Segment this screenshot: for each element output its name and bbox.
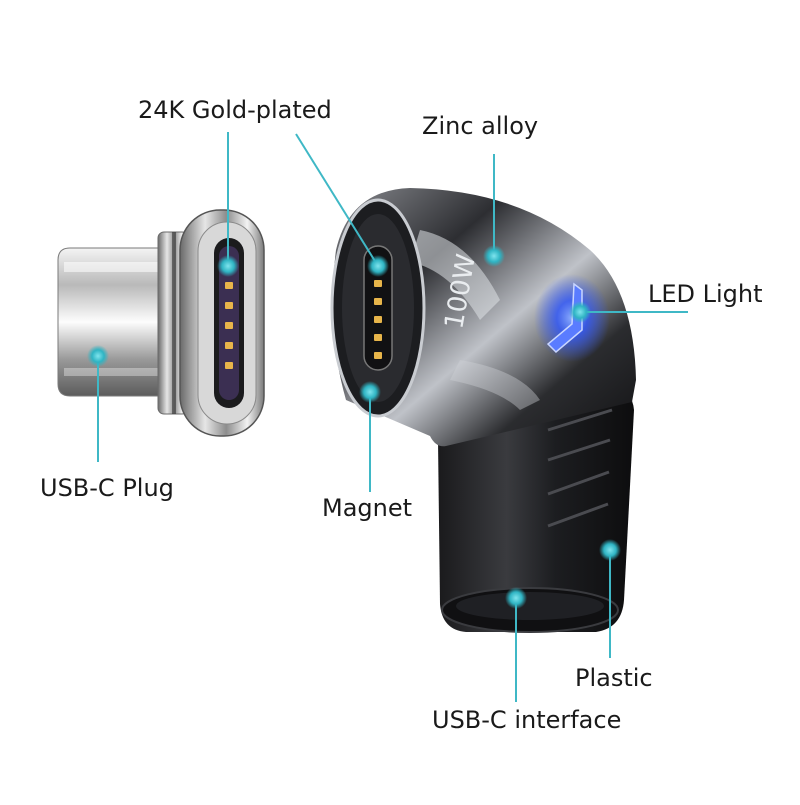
label-usbc-interface: USB-C interface — [432, 706, 622, 734]
label-zinc-alloy: Zinc alloy — [422, 112, 539, 140]
grip-ribs — [547, 408, 613, 528]
label-usbc-plug: USB-C Plug — [40, 474, 174, 502]
label-led-light: LED Light — [648, 280, 763, 308]
label-plastic: Plastic — [575, 664, 653, 692]
usbc-plug-illustration — [57, 209, 265, 437]
led-light-icon — [546, 282, 583, 354]
label-gold-plated: 24K Gold-plated — [138, 96, 332, 124]
callout-dots — [87, 245, 621, 609]
label-magnet: Magnet — [322, 494, 413, 522]
elbow-adapter-illustration: 100W — [330, 188, 636, 633]
leader-lines — [97, 132, 688, 702]
